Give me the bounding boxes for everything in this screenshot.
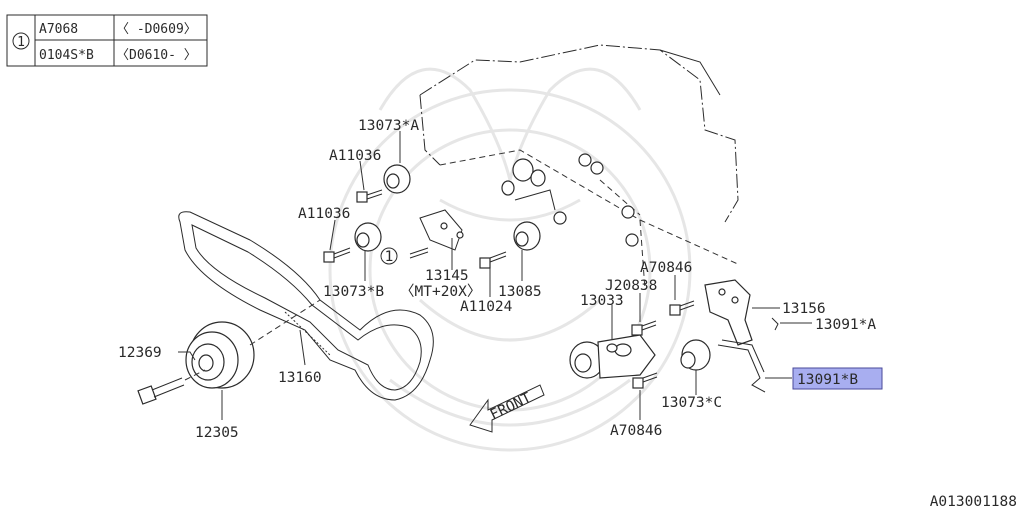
callout-13145[interactable]: 13145: [425, 268, 469, 284]
callout-a11024[interactable]: A11024: [460, 299, 513, 315]
idler-pulley-b: [354, 222, 382, 252]
notes-table-marker: 1: [17, 35, 25, 50]
crank-pulley: [185, 299, 321, 389]
callout-j20838[interactable]: J20838: [605, 278, 657, 294]
idler-pulley-a: [383, 164, 411, 194]
bolt-a11024: [479, 251, 507, 269]
bolt-a70846-bot: [632, 372, 658, 389]
callout-12305[interactable]: 12305: [195, 425, 239, 441]
callout-a70846-top[interactable]: A70846: [640, 260, 692, 276]
callout-13073b[interactable]: 13073*B: [323, 284, 384, 300]
timing-belt: [178, 211, 434, 401]
callout-13073a[interactable]: 13073*A: [358, 118, 419, 134]
callout-a70846-bot[interactable]: A70846: [610, 423, 662, 439]
callout-13145-note: 〈MT+20X〉: [400, 283, 481, 300]
callout-a11036-top[interactable]: A11036: [329, 148, 381, 164]
bracket-13145: [419, 209, 464, 251]
idler-pulley-c: [680, 339, 711, 371]
callout-13085[interactable]: 13085: [498, 284, 542, 300]
notes-table-part-2: 0104S*B: [39, 48, 94, 63]
tensioner-assembly: [569, 334, 656, 379]
sprocket-cluster: [501, 153, 639, 247]
clip-13091a: [771, 317, 779, 331]
ref-marker-circle: [380, 247, 398, 265]
leader-lines: [178, 131, 812, 420]
diagram-id: A013001188: [930, 494, 1017, 510]
highlight-box[interactable]: [792, 367, 883, 390]
callout-labels: 13073*A A11036 A11036 1 13145 〈MT+20X〉 1…: [118, 118, 876, 441]
idler-pulley-13085: [513, 221, 541, 251]
bolt-a11036-mid: [323, 247, 351, 263]
notes-table-range-1: 〈 -D0609〉: [116, 22, 197, 37]
notes-table-part-1: A7068: [39, 22, 78, 37]
crank-bolt: [137, 369, 206, 405]
callout-13073c[interactable]: 13073*C: [661, 395, 722, 411]
callout-13091b[interactable]: 13091*B: [797, 372, 858, 388]
front-label: FRONT: [488, 390, 534, 424]
callout-a11036-mid[interactable]: A11036: [298, 206, 350, 222]
callout-13091a[interactable]: 13091*A: [815, 317, 876, 333]
callout-13160[interactable]: 13160: [278, 370, 322, 386]
bolt-a11036-top: [356, 189, 383, 203]
watermark-emblem: [328, 67, 692, 452]
callout-12369[interactable]: 12369: [118, 345, 162, 361]
callout-ref-marker[interactable]: 1: [385, 249, 394, 265]
bolt-marker-1: [409, 247, 429, 259]
spring-13091b: [717, 339, 766, 393]
callout-13033[interactable]: 13033: [580, 293, 624, 309]
engine-block-outline: [419, 44, 741, 291]
bracket-13156: [704, 279, 753, 346]
notes-table-range-2: 〈D0610- 〉: [116, 48, 197, 63]
callout-13156[interactable]: 13156: [782, 301, 826, 317]
bolt-j20838: [631, 320, 657, 336]
bolt-a70846-top: [669, 300, 695, 316]
notes-table: 1 A7068 〈 -D0609〉 0104S*B 〈D0610- 〉: [6, 14, 208, 67]
